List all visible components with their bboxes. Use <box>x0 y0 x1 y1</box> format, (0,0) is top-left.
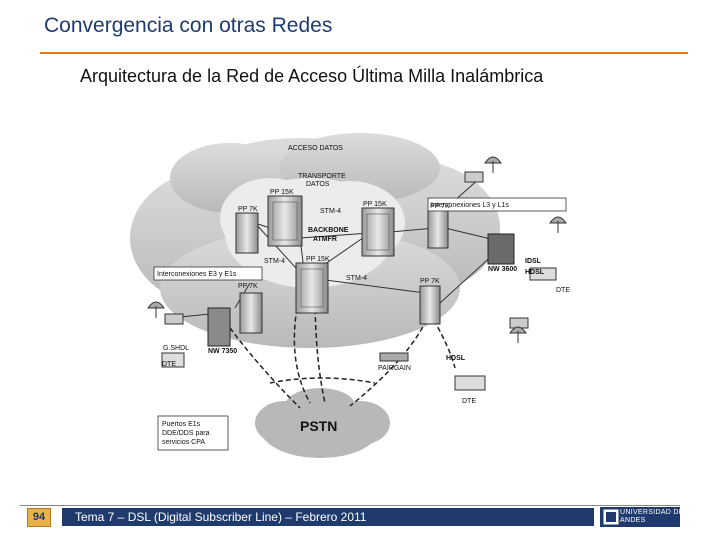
label-pp7k-lower-left: PP 7K <box>238 283 258 290</box>
modem-right <box>509 317 529 329</box>
footer-bar <box>62 508 594 526</box>
label-interconexiones-l3: Interconexiones L3 y L1s <box>431 202 509 209</box>
slide-subtitle: Arquitectura de la Red de Acceso Última … <box>80 66 544 86</box>
page-number: 94 <box>27 508 51 527</box>
label-interconexiones-e3: Interconexiones E3 y E1s <box>157 271 237 278</box>
rack-pp7k-lower-right <box>419 285 441 325</box>
antenna-lower-right-icon <box>509 326 527 343</box>
label-pp7k-left: PP 7K <box>238 206 258 213</box>
antenna-top-right-icon <box>484 156 502 173</box>
callout-box-puertos <box>157 415 229 451</box>
label-dte-left: DTE <box>162 361 176 368</box>
label-pstn: PSTN <box>300 418 337 434</box>
label-dte-right: DTE <box>556 287 570 294</box>
footer-divider <box>20 505 680 506</box>
label-pp7k-right: PP 7K <box>430 203 450 210</box>
antenna-right-icon <box>549 216 567 233</box>
rack-pp7k-lower-left <box>239 292 263 334</box>
label-hdsl-right: HDSL <box>525 269 545 276</box>
slide-title: Convergencia con otras Redes <box>44 14 333 37</box>
label-pp15k-left: PP 15K <box>270 189 294 196</box>
rack-nw7350 <box>207 307 231 347</box>
rack-pp15k-center <box>295 262 329 314</box>
rack-pp15k-right <box>361 207 395 257</box>
label-pp7k-lower-right: PP 7K <box>420 278 440 285</box>
rack-pp15k-left <box>267 195 303 247</box>
dte-bottom <box>454 375 486 391</box>
university-logo <box>600 507 680 527</box>
callout-box-l3 <box>427 197 567 212</box>
label-stm4-left: STM-4 <box>264 258 285 265</box>
shield-icon <box>603 509 619 525</box>
logo-text: UNIVERSIDAD DE LOS ANDES <box>620 509 701 524</box>
rack-pp7k-right <box>427 209 449 249</box>
network-diagram: ACCESO DATOS TRANSPORTE DATOS PP 15K PP … <box>130 133 570 458</box>
label-stm4-top: STM-4 <box>320 208 341 215</box>
label-puertos-3: servicios CPA <box>162 439 205 446</box>
label-gshdsl: G.SHDL <box>163 345 189 352</box>
label-backbone-2: ATMFR <box>313 236 337 243</box>
dte-left <box>161 352 185 368</box>
label-pp15k-center: PP 15K <box>306 256 330 263</box>
label-nw7350: NW 7350 <box>208 348 237 355</box>
callout-box-e3 <box>153 266 263 281</box>
label-puertos-1: Puertos E1s <box>162 421 201 428</box>
label-acceso-datos: ACCESO DATOS <box>288 145 343 152</box>
modem-top-right <box>464 171 484 183</box>
modem-left <box>164 313 184 325</box>
pairgain-unit <box>379 352 409 362</box>
rack-nw3600 <box>487 233 515 265</box>
label-pairgain: PAIRGAIN <box>378 365 411 372</box>
label-puertos-2: DDE/DDS para <box>162 430 210 437</box>
label-idsl: IDSL <box>525 258 542 265</box>
title-divider <box>40 52 688 54</box>
antenna-left-icon <box>147 301 165 318</box>
label-backbone-1: BACKBONE <box>308 227 349 234</box>
label-transporte-1: TRANSPORTE <box>298 173 346 180</box>
label-dte-bottom: DTE <box>462 398 476 405</box>
label-stm4-right: STM-4 <box>346 275 367 282</box>
label-pp15k-right: PP 15K <box>363 201 387 208</box>
label-transporte-2: DATOS <box>306 181 330 188</box>
rack-pp7k-left <box>235 212 259 254</box>
footer-text: Tema 7 – DSL (Digital Subscriber Line) –… <box>75 510 367 524</box>
pstn-cloud <box>255 388 390 458</box>
label-hdsl-bottom: HDSL <box>446 355 466 362</box>
dte-right <box>529 267 557 281</box>
label-nw3600: NW 3600 <box>488 266 517 273</box>
